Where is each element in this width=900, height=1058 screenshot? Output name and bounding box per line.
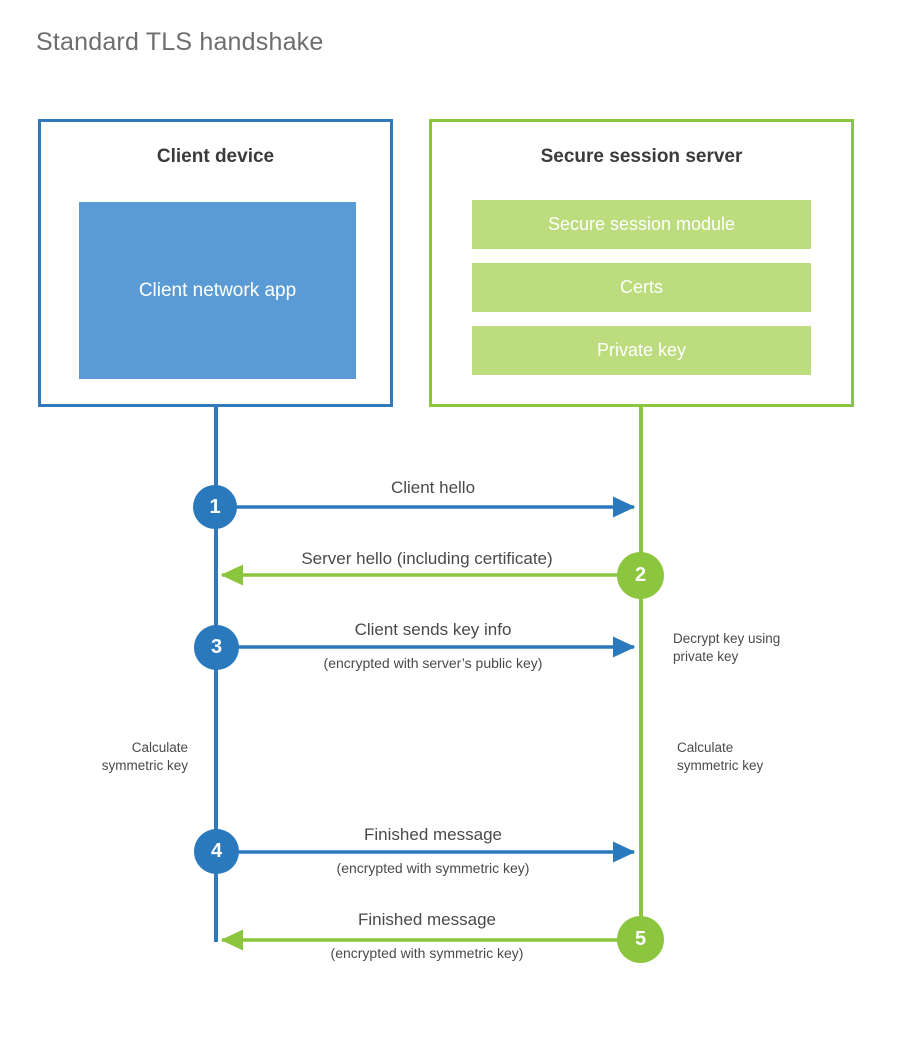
client-lifeline	[214, 404, 218, 942]
server-component-private-key: Private key	[472, 326, 811, 375]
message-secondary-step-4: (encrypted with symmetric key)	[336, 860, 530, 877]
page-title: Standard TLS handshake	[36, 28, 324, 56]
step-marker-5[interactable]: 5	[617, 916, 664, 963]
secure-session-server-box: Secure session server Secure session mod…	[429, 119, 854, 407]
step-marker-3[interactable]: 3	[194, 625, 239, 670]
message-label-step-4: Finished message (encrypted with symmetr…	[228, 825, 638, 877]
step-marker-1[interactable]: 1	[193, 485, 237, 529]
server-component-secure-session-module: Secure session module	[472, 200, 811, 249]
server-lifeline	[639, 404, 643, 940]
client-network-app-box: Client network app	[79, 202, 356, 379]
message-primary-step-5: Finished message	[358, 910, 496, 929]
step-marker-4[interactable]: 4	[194, 829, 239, 874]
message-label-step-2: Server hello (including certificate)	[222, 549, 632, 569]
message-label-step-1: Client hello	[228, 478, 638, 498]
message-primary-step-3: Client sends key info	[354, 620, 512, 639]
annotation-server-calculate-symmetric-key: Calculate symmetric key	[677, 740, 764, 774]
message-secondary-step-5: (encrypted with symmetric key)	[330, 945, 524, 962]
step-marker-2[interactable]: 2	[617, 552, 664, 599]
message-primary-step-2: Server hello (including certificate)	[301, 549, 553, 568]
client-device-box: Client device Client network app	[38, 119, 393, 407]
message-label-step-5: Finished message (encrypted with symmetr…	[222, 910, 632, 962]
client-device-title: Client device	[156, 146, 275, 167]
message-secondary-step-3: (encrypted with server’s public key)	[323, 655, 543, 672]
message-primary-step-1: Client hello	[390, 478, 476, 497]
server-component-certs: Certs	[472, 263, 811, 312]
message-label-step-3: Client sends key info (encrypted with se…	[228, 620, 638, 672]
annotation-decrypt-key: Decrypt key using private key	[673, 631, 781, 665]
annotation-client-calculate-symmetric-key: Calculate symmetric key	[101, 740, 188, 774]
secure-session-server-title: Secure session server	[540, 146, 743, 167]
message-primary-step-4: Finished message	[364, 825, 502, 844]
